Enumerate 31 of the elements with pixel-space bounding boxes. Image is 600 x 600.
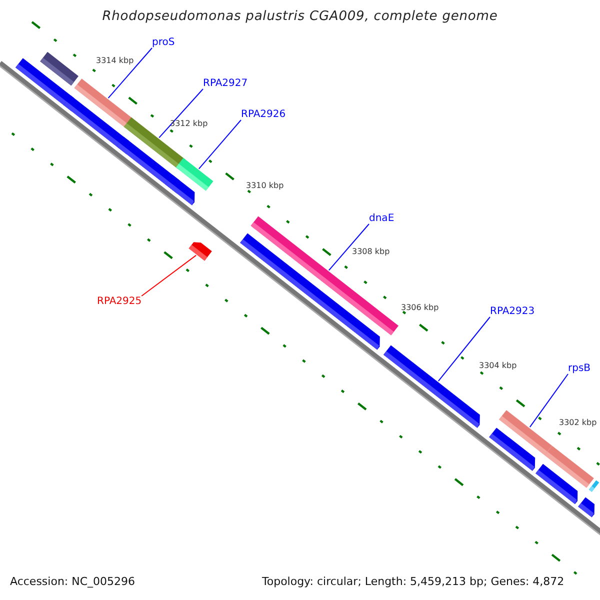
leader-line [328, 224, 370, 271]
scale-label: 3306 kbp [401, 304, 439, 313]
scale-label: 3302 kbp [559, 419, 597, 428]
scale-label: 3314 kbp [96, 57, 134, 66]
gene-label: rpsB [568, 363, 591, 374]
gene-feature [578, 497, 594, 518]
footer-text: Accession: NC_005296 [10, 576, 136, 588]
leader-line [198, 120, 242, 170]
gene-label: proS [152, 37, 175, 48]
footer-text: Topology: circular; Length: 5,459,213 bp; Genes: 4,872 [262, 576, 564, 588]
leader-line [158, 88, 204, 138]
leader-line [108, 48, 152, 99]
gene-label: RPA2926 [241, 109, 286, 120]
gene-feature [384, 345, 480, 428]
scale-label: 3304 kbp [479, 362, 517, 371]
leader-line [438, 316, 490, 382]
gene-label: dnaE [369, 213, 394, 224]
gene-label: RPA2925 [97, 296, 142, 307]
gene-feature [188, 242, 212, 261]
diagram-title: Rhodopseudomonas palustris CGA009, complete genome [101, 10, 499, 24]
scale-label: 3310 kbp [246, 182, 284, 191]
leader-line [529, 374, 568, 428]
gene-feature [489, 428, 536, 471]
gene-feature [165, 174, 195, 206]
gene-label: RPA2927 [203, 78, 248, 89]
leader-line [141, 254, 197, 296]
gene-label: RPA2923 [490, 306, 535, 317]
scale-label: 3308 kbp [352, 248, 390, 257]
scale-label: 3312 kbp [170, 120, 208, 129]
gene-feature [588, 480, 600, 492]
gene-feature [536, 464, 578, 504]
